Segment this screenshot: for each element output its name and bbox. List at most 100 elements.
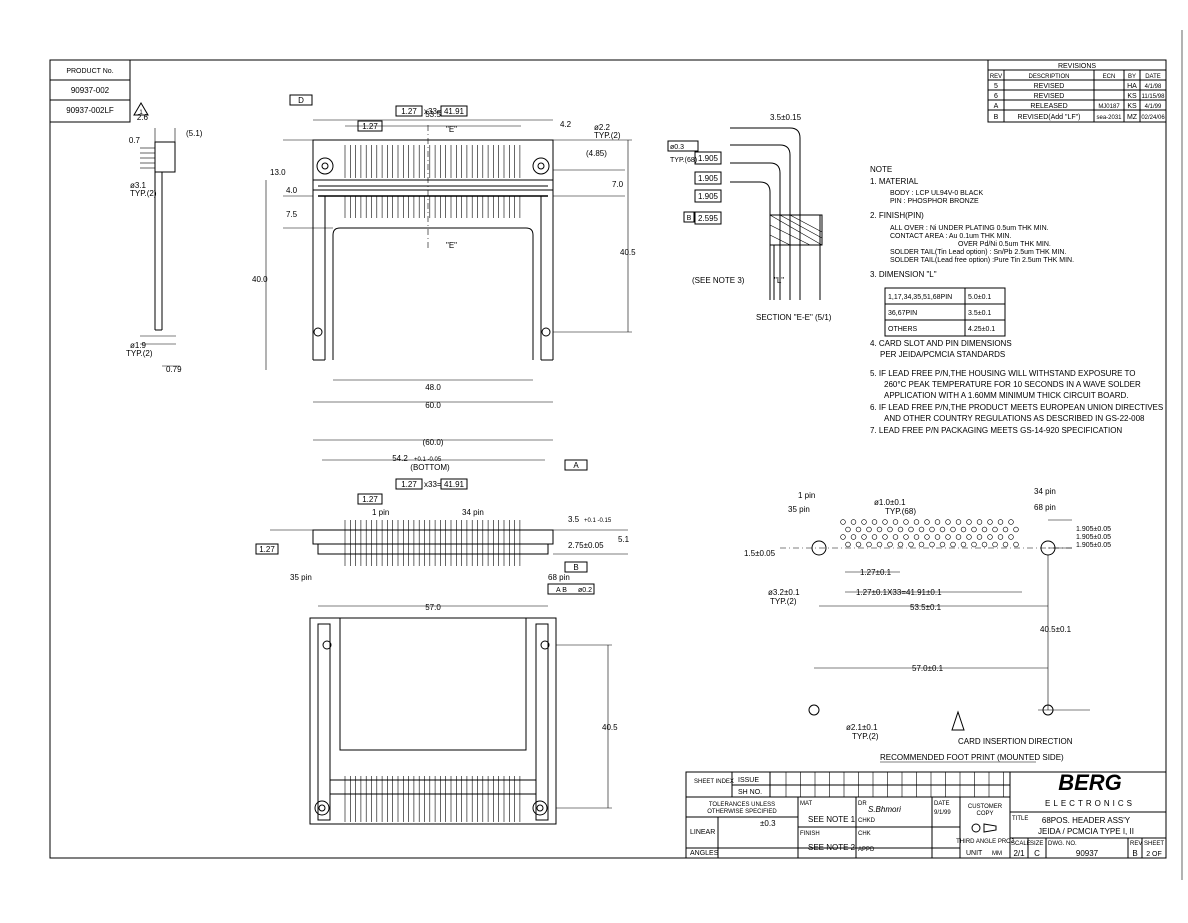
footprint-hole	[971, 541, 977, 548]
datum-b: B	[573, 563, 578, 572]
tb-finish: FINISH	[800, 831, 820, 837]
note-1: 1. MATERIAL	[870, 177, 919, 186]
dim-40-5-b: 40.5	[602, 723, 618, 732]
fp-pin-35: 35 pin	[788, 505, 810, 514]
dim-3-5-tol: +0.1 -0.15	[584, 518, 612, 524]
fp-locator-left	[808, 704, 820, 716]
footprint-hole	[850, 519, 857, 525]
svg-text:6: 6	[994, 93, 998, 100]
side-view: 2.6 (5.1) 0.7 ø3.1 TYP.(2) ø1.9 TYP.(2) …	[126, 113, 203, 374]
gtol-value: ø0.2	[578, 587, 592, 594]
front-pin-35: 35 pin	[290, 573, 312, 582]
tb-copy: COPY	[976, 811, 993, 817]
gtol-ref: A B	[556, 587, 567, 594]
footprint-hole	[945, 519, 951, 525]
revisions-title: REVISIONS	[1058, 63, 1096, 70]
footprint-hole	[929, 541, 935, 548]
pitch-1905-b: 1.905	[698, 174, 719, 183]
note-6: 6. IF LEAD FREE P/N,THE PRODUCT MEETS EU…	[870, 403, 1163, 412]
footprint-hole	[1013, 526, 1019, 533]
note-4: 4. CARD SLOT AND PIN DIMENSIONS	[870, 339, 1012, 348]
tb-customer: CUSTOMER	[968, 804, 1003, 810]
tb-dr: DR	[858, 801, 867, 807]
fp-pin-34: 34 pin	[1034, 487, 1056, 496]
dim-2-75: 2.75±0.05	[568, 541, 604, 550]
footprint-hole	[913, 534, 920, 540]
dim-3-1-typ: TYP.(2)	[130, 189, 157, 198]
footprint-hole	[866, 526, 872, 533]
note-1a: BODY : LCP UL94V-0 BLACK	[890, 190, 983, 197]
note-7: 7. LEAD FREE P/N PACKAGING MEETS GS-14-9…	[870, 426, 1122, 435]
dim-40-0: 40.0	[252, 275, 268, 284]
footprint-hole	[871, 519, 878, 525]
tb-size: C	[1034, 849, 1040, 858]
dim-57-0: 57.0	[425, 603, 441, 612]
dim-x33-b: x33=	[424, 480, 442, 489]
svg-text:A: A	[994, 103, 999, 110]
tb-linear: LINEAR	[690, 829, 715, 836]
dim-2-2: ø2.2	[594, 123, 611, 132]
footprint-hole	[892, 534, 899, 540]
footprint-hole	[939, 541, 946, 548]
bottom-hole-right	[532, 800, 548, 816]
drawing-border	[49, 59, 1167, 859]
footprint-hole	[992, 541, 998, 548]
footprint-hole	[950, 526, 956, 533]
pitch-1905-a: 1.905	[698, 154, 719, 163]
svg-text:REVISED: REVISED	[1034, 83, 1065, 90]
footprint-hole	[960, 541, 967, 548]
fp-dim-3-2-typ: TYP.(2)	[770, 597, 797, 606]
dim-2-2-typ: TYP.(2)	[594, 131, 621, 140]
footprint-hole	[939, 526, 946, 533]
dim-13-0: 13.0	[270, 168, 286, 177]
note-2: 2. FINISH(PIN)	[870, 211, 924, 220]
rev-row: B REVISED(Add "LF") sea-2031 MZ 02/24/06	[994, 114, 1166, 121]
dim-53-5: 53.5	[425, 110, 441, 119]
svg-text:MZ: MZ	[1127, 114, 1138, 121]
insertion-direction: CARD INSERTION DIRECTION	[958, 737, 1073, 746]
footprint-hole	[976, 534, 983, 540]
revision-triangle-icon	[133, 102, 149, 116]
footprint-holes	[840, 519, 1019, 548]
bottom-view-pins	[344, 776, 521, 822]
svg-text:B: B	[994, 114, 999, 121]
footprint-hole	[918, 541, 925, 548]
table-cell: 36,67PIN	[888, 310, 917, 317]
rev-row: 5 REVISED HA 4/1/98	[994, 83, 1162, 90]
svg-text:HA: HA	[1127, 83, 1137, 90]
tb-sheet: 2 OF	[1146, 851, 1162, 858]
tb-appd: APPD	[858, 847, 875, 853]
footprint-hole	[876, 541, 883, 548]
section-label: SECTION "E-E" (5/1)	[756, 313, 832, 322]
bottom-view: 57.0 40.5	[309, 603, 618, 825]
tb-sheet-index: SHEET INDEX	[694, 779, 734, 785]
footprint-hole	[971, 526, 977, 533]
tb-mat: MAT	[800, 801, 813, 807]
svg-text:5: 5	[994, 83, 998, 90]
tb-unit-value: MM	[992, 851, 1002, 857]
section-gtol: ø0.3	[670, 144, 684, 151]
dim-60-0-ref: (60.0)	[423, 438, 444, 447]
dim-48-0: 48.0	[425, 383, 441, 392]
footprint-hole	[966, 534, 972, 540]
footprint-hole	[871, 534, 878, 540]
footprint-hole	[845, 541, 851, 548]
fp-row-pitch-1: 1.905±0.05	[1076, 526, 1111, 533]
tb-chkd: CHKD	[858, 818, 876, 824]
top-view: 53.5 1.27 x33= 41.91 1.27 4.2 ø2.2 TYP.(…	[252, 94, 636, 410]
note-4b: PER JEIDA/PCMCIA STANDARDS	[880, 350, 1005, 359]
tb-sheet-label: SHEET	[1144, 841, 1164, 847]
footprint-hole	[908, 541, 914, 548]
dimension-l-table: 1,17,34,35,51,68PIN 5.0±0.1 36,67PIN 3.5…	[884, 287, 1006, 337]
tb-unit: UNIT	[966, 850, 983, 857]
svg-text:MJ0187: MJ0187	[1098, 104, 1120, 110]
footprint-title: RECOMMENDED FOOT PRINT (MOUNTED SIDE)	[880, 753, 1064, 762]
section-mark-e-bottom: "E"	[446, 241, 457, 250]
dim-3-5-015: 3.5±0.15	[770, 113, 802, 122]
table-cell: 4.25±0.1	[968, 326, 995, 333]
footprint-hole	[966, 519, 972, 525]
product-number-1: 90937-002	[71, 86, 110, 95]
footprint-hole	[840, 519, 846, 525]
